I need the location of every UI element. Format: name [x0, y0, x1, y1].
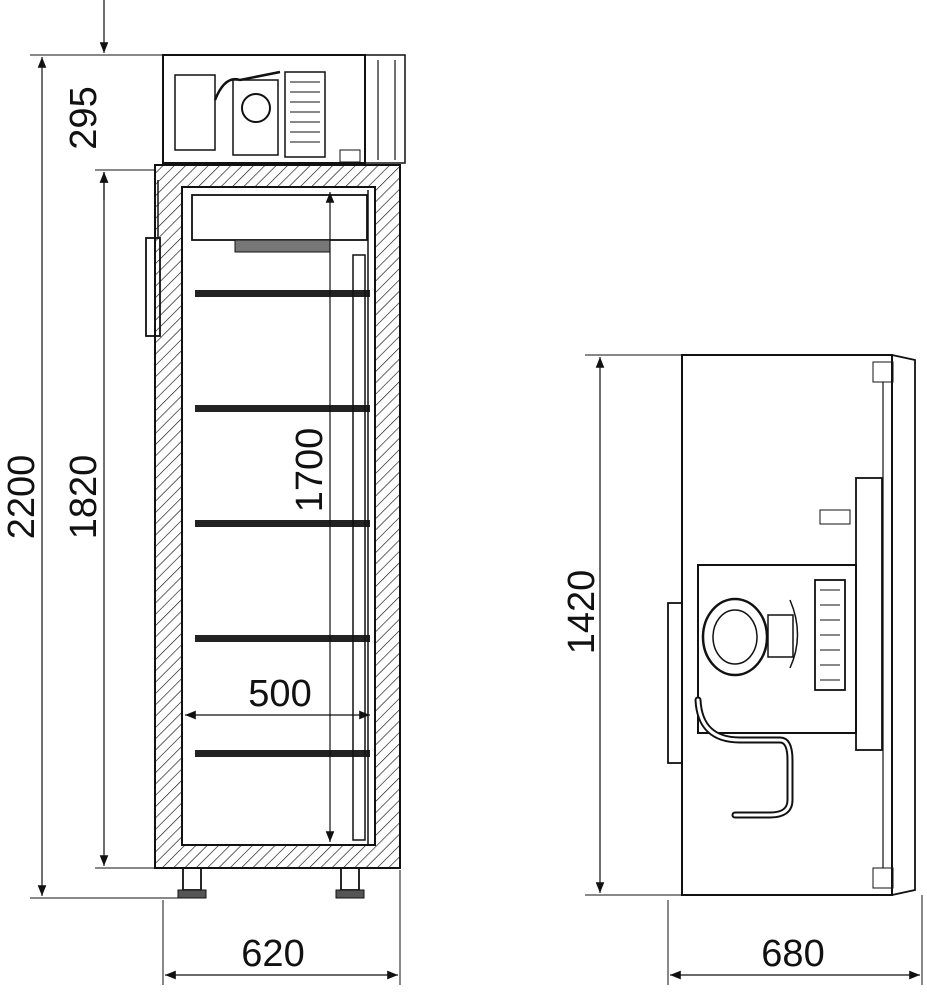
evaporator-fan-grill [234, 239, 331, 253]
side-compressor-unit [697, 564, 857, 734]
shelf [195, 750, 370, 757]
compressor-unit [174, 70, 361, 163]
side-handle [667, 602, 683, 764]
shelves [195, 290, 370, 757]
label-front-width: 620 [241, 933, 304, 975]
leg-left [182, 867, 202, 891]
shelf [195, 290, 370, 297]
cabinet-insulation [154, 164, 401, 869]
label-side-width: 680 [761, 933, 824, 975]
label-interior-height: 1700 [289, 428, 331, 513]
shelf [195, 405, 370, 412]
label-side-height: 1420 [561, 570, 603, 655]
label-top-unit-height: 295 [63, 86, 105, 149]
label-overall-height: 2200 [1, 455, 43, 540]
door-handle [145, 237, 161, 337]
side-view [667, 354, 916, 896]
dimension-lines [30, 0, 923, 985]
label-interior-width: 500 [248, 673, 311, 715]
dimension-labels: 2200 1820 295 1700 500 620 1420 680 [1, 86, 825, 975]
label-body-height: 1820 [63, 455, 105, 540]
top-unit-side [364, 54, 406, 164]
evaporator [191, 194, 368, 241]
shelf-rail [352, 254, 366, 841]
leg-right [340, 867, 360, 891]
top-unit-housing [162, 54, 366, 164]
shelf [195, 520, 370, 527]
shelf [195, 635, 370, 642]
drain-pipe [694, 696, 794, 819]
front-view [145, 54, 406, 899]
side-hinge-plate [855, 477, 883, 751]
